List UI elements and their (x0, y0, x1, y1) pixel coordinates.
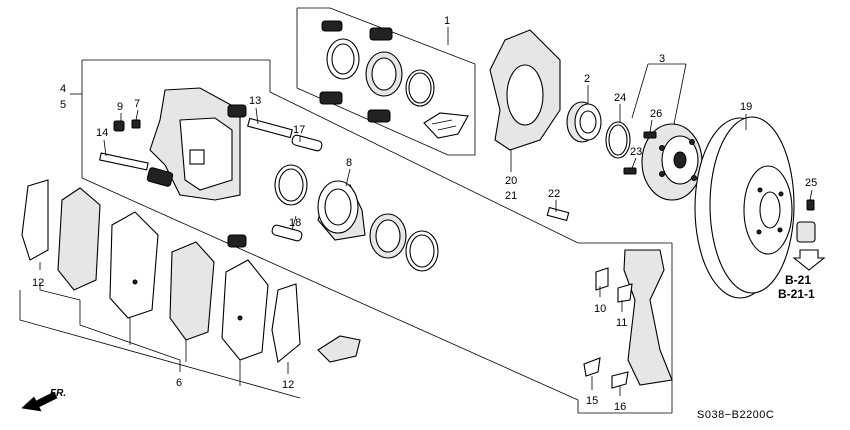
callout-16: 16 (614, 401, 626, 413)
callout-18: 18 (289, 217, 301, 229)
callout-12a: 12 (32, 277, 44, 289)
seal-kit-parts (319, 20, 469, 139)
callout-1: 1 (444, 15, 450, 27)
reference-arrow-icon (792, 249, 826, 271)
callout-14: 14 (96, 127, 108, 139)
callout-labels: 1 2 3 4 5 6 7 8 9 10 11 12 12 13 14 15 1… (32, 15, 817, 413)
reference-label-b21-1: B-21-1 (778, 287, 815, 301)
callout-13: 13 (249, 95, 261, 107)
wheel-bearing (566, 101, 602, 143)
caliper-piston (274, 164, 439, 272)
callout-24: 24 (614, 92, 626, 104)
callout-3: 3 (659, 53, 665, 65)
callout-15: 15 (586, 395, 598, 407)
splash-shield (489, 29, 561, 151)
brake-pads (21, 179, 361, 364)
callout-23: 23 (630, 146, 642, 158)
caliper-bracket (583, 249, 673, 389)
callout-4: 4 (60, 83, 66, 95)
callout-20: 20 (505, 175, 517, 187)
front-direction-label: FR. (50, 388, 66, 399)
bracket-bolt (546, 206, 570, 222)
callout-17: 17 (293, 124, 305, 136)
callout-10: 10 (594, 303, 606, 315)
caliper-bolts (99, 104, 323, 248)
diagram-code: S038−B2200C (697, 409, 774, 421)
reference-label-b21: B-21 (785, 273, 811, 287)
callout-9: 9 (117, 101, 123, 113)
caliper-body (149, 87, 241, 201)
leader-lines (19, 27, 813, 399)
callout-26: 26 (650, 108, 662, 120)
callout-19: 19 (740, 101, 752, 113)
callout-21: 21 (505, 190, 517, 202)
front-direction-arrow-icon (21, 391, 58, 412)
callout-11: 11 (616, 317, 627, 329)
callout-5: 5 (60, 99, 66, 111)
snap-ring (605, 121, 631, 159)
hub-screws (623, 131, 657, 175)
callout-6: 6 (176, 377, 182, 389)
disc-rotor (694, 116, 795, 299)
frame-caliper-group (81, 59, 673, 414)
frame-seal-kit (296, 7, 476, 156)
callout-8: 8 (346, 157, 352, 169)
callout-25: 25 (805, 177, 817, 189)
callout-12b: 12 (282, 379, 294, 391)
callout-2: 2 (584, 73, 590, 85)
wheel-hub (641, 123, 703, 201)
wheel-nut (796, 199, 816, 243)
callout-22: 22 (548, 188, 560, 200)
callout-7: 7 (134, 98, 140, 110)
